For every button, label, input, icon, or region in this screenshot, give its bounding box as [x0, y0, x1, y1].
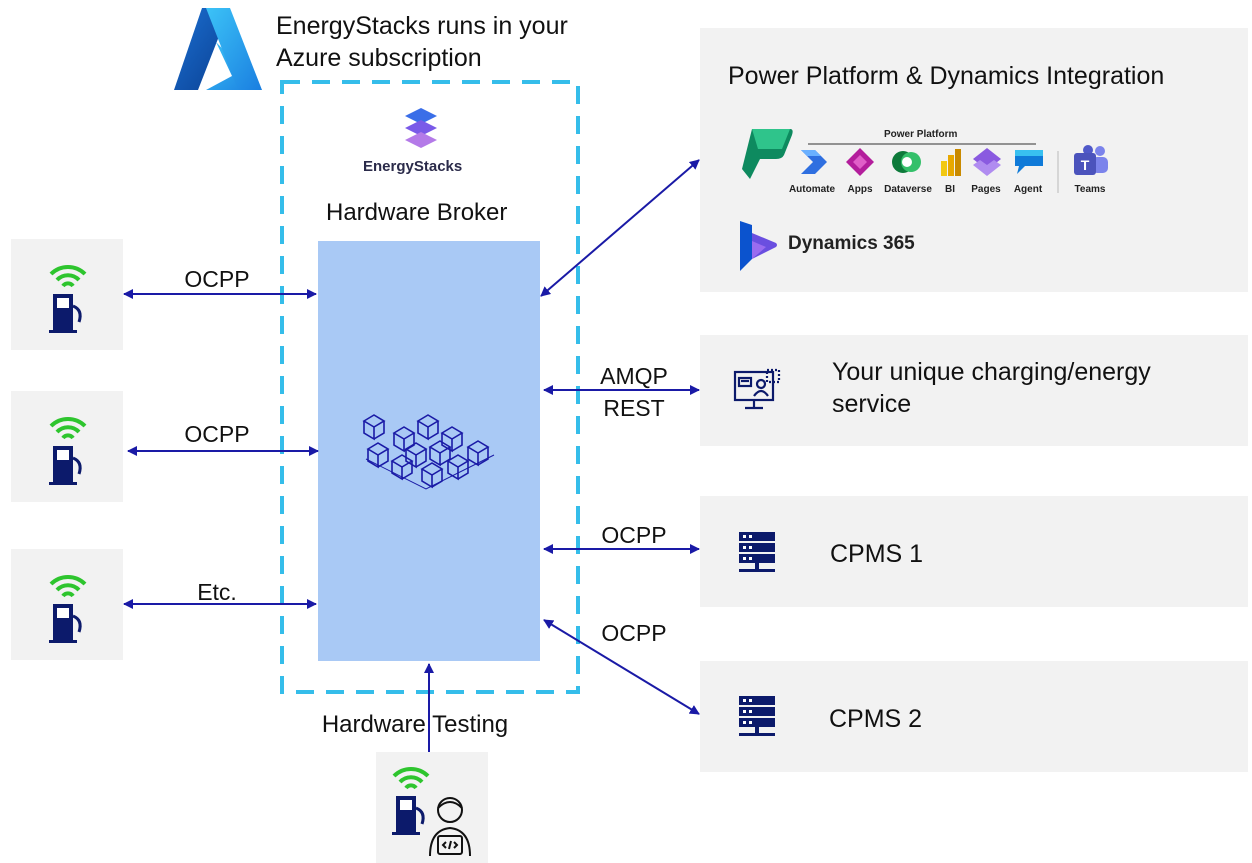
energystacks-logo-icon	[405, 108, 437, 148]
arrow-power-platform	[540, 159, 700, 297]
power-platform-header: Power Platform	[884, 129, 958, 140]
charger-icon	[49, 264, 87, 333]
app-name-teams: Teams	[1074, 184, 1106, 195]
hardware-broker-title: Hardware Broker	[326, 199, 508, 226]
app-name-bi: BI	[945, 184, 955, 195]
charger-icon	[49, 574, 87, 643]
cpms-2-label: CPMS 2	[829, 705, 923, 733]
svg-text:T: T	[1081, 157, 1090, 173]
server-icon	[739, 696, 775, 736]
power-platform-icon	[742, 129, 793, 179]
charger-icon	[392, 766, 430, 835]
power-platform-title: Power Platform & Dynamics Integration	[728, 62, 1165, 90]
power-platform-divider	[808, 143, 1059, 193]
cpms-1-label: CPMS 1	[830, 540, 924, 568]
app-name-dataverse: Dataverse	[884, 184, 932, 195]
power-platform-box	[700, 28, 1248, 292]
hardware-testing-label: Hardware Testing	[321, 711, 509, 738]
app-name-automate: Automate	[788, 184, 836, 195]
apps-icon	[846, 148, 874, 176]
automate-icon	[801, 150, 827, 174]
pages-icon	[973, 148, 1001, 176]
charger-link-label-2: OCPP	[184, 421, 250, 447]
service-monitor-icon	[733, 368, 781, 410]
cubes-icon	[362, 414, 495, 490]
app-name-agent: Agent	[1013, 184, 1043, 195]
cpms-2-protocol: OCPP	[601, 620, 667, 646]
cpms-1-protocol: OCPP	[601, 522, 667, 548]
agent-icon	[1015, 150, 1043, 174]
cpms-2-box	[700, 661, 1248, 772]
service-protocol-rest: REST	[603, 395, 665, 421]
teams-icon: T	[1074, 145, 1108, 175]
server-icon	[739, 532, 775, 572]
dynamics-365-icon	[740, 221, 777, 271]
azure-subscription-title: EnergyStacks runs in your Azure subscrip…	[276, 12, 568, 72]
dynamics-365-label: Dynamics 365	[788, 233, 915, 254]
energystacks-brand: EnergyStacks	[363, 158, 463, 175]
service-protocol-amqp: AMQP	[600, 363, 668, 389]
app-name-pages: Pages	[971, 184, 1001, 195]
charger-icon	[49, 416, 87, 485]
arrow-cpms-2	[543, 619, 700, 715]
charger-link-label-1: OCPP	[184, 266, 250, 292]
hardware-broker-block[interactable]	[318, 241, 540, 661]
service-text: Your unique charging/energy service	[832, 358, 1151, 418]
service-box	[700, 335, 1248, 446]
app-name-apps: Apps	[847, 184, 873, 195]
azure-logo-icon	[174, 8, 262, 90]
bi-icon	[941, 149, 961, 176]
developer-icon	[429, 797, 471, 857]
dataverse-icon	[892, 151, 921, 173]
cpms-1-box	[700, 496, 1248, 607]
